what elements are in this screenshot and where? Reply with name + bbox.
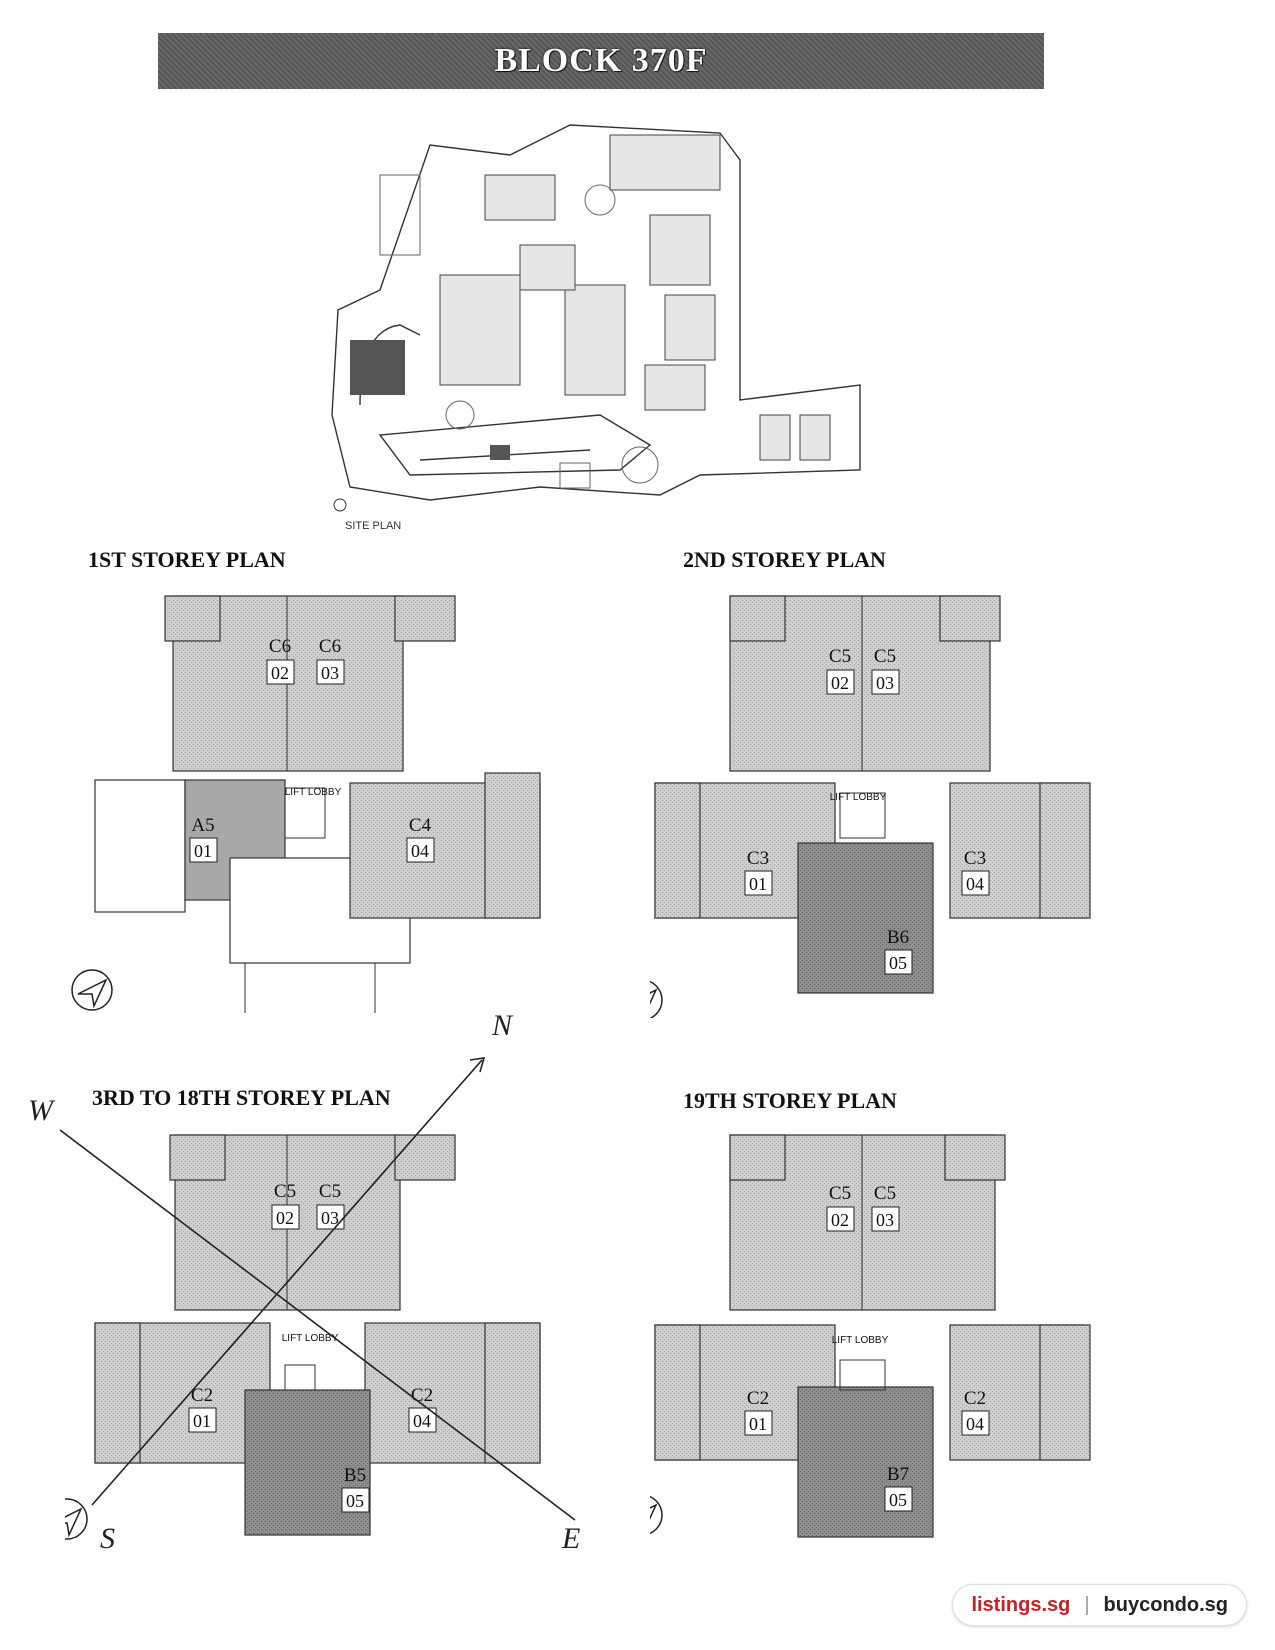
unit-number-box bbox=[884, 1486, 913, 1512]
unit-number-19th-01: 01 bbox=[749, 1414, 767, 1434]
unit-type-2nd-05: B6 bbox=[887, 927, 909, 948]
unit-number-2nd-02: 02 bbox=[831, 673, 849, 693]
floor-plan-2nd: LIFT LOBBY C5 02 C5 03 C3 01 C3 04 B6 05 bbox=[650, 595, 1091, 1018]
unit-number-1st-02: 02 bbox=[271, 663, 289, 683]
north-arrow-icon bbox=[650, 980, 663, 1018]
lift-lobby-label: LIFT LOBBY bbox=[285, 787, 342, 798]
unit-type-19th-04: C2 bbox=[964, 1388, 986, 1409]
unit-number-19th-04: 04 bbox=[966, 1414, 984, 1434]
unit-number-box bbox=[871, 669, 900, 695]
unit-number-box bbox=[884, 949, 913, 975]
unit-number-box bbox=[316, 659, 345, 685]
north-arrow-icon bbox=[650, 1495, 663, 1535]
handdrawn-compass-annotation: N W S E bbox=[28, 1009, 580, 1555]
compass-north-label: N bbox=[491, 1009, 514, 1042]
unit-type-2nd-02: C5 bbox=[829, 646, 851, 667]
unit-type-19th-01: C2 bbox=[747, 1388, 769, 1409]
unit-number-3rd-03: 03 bbox=[321, 1208, 339, 1228]
unit-number-box bbox=[961, 1410, 990, 1436]
unit-type-3rd-01: C2 bbox=[191, 1385, 213, 1406]
unit-number-box bbox=[744, 1410, 773, 1436]
plan-title-1st: 1ST STOREY PLAN bbox=[88, 547, 286, 572]
unit-number-1st-01: 01 bbox=[194, 841, 212, 861]
unit-type-19th-05: B7 bbox=[887, 1464, 909, 1485]
unit-number-1st-04: 04 bbox=[411, 841, 429, 861]
unit-number-3rd-02: 02 bbox=[276, 1208, 294, 1228]
unit-number-box bbox=[961, 870, 990, 896]
unit-number-2nd-03: 03 bbox=[876, 673, 894, 693]
unit-number-3rd-01: 01 bbox=[193, 1411, 211, 1431]
unit-type-1st-02: C6 bbox=[269, 636, 291, 657]
title-banner: BLOCK 370F bbox=[158, 33, 1044, 89]
floor-plan-19th: LIFT LOBBY C5 02 C5 03 C2 01 C2 04 B7 05 bbox=[650, 1134, 1091, 1538]
unit-number-3rd-05: 05 bbox=[346, 1491, 364, 1511]
unit-number-19th-03: 03 bbox=[876, 1210, 894, 1230]
unit-number-box bbox=[826, 669, 855, 695]
floor-plan-3rd-18th: LIFT LOBBY C5 02 C5 03 C2 01 C2 04 B5 05 bbox=[65, 1134, 541, 1540]
unit-type-3rd-03: C5 bbox=[319, 1181, 341, 1202]
unit-type-19th-02: C5 bbox=[829, 1183, 851, 1204]
lift-lobby-label: LIFT LOBBY bbox=[282, 1333, 339, 1344]
unit-number-box bbox=[341, 1487, 370, 1513]
unit-type-2nd-01: C3 bbox=[747, 848, 769, 869]
plan-title-3rd-18th: 3RD TO 18TH STOREY PLAN bbox=[92, 1085, 391, 1110]
unit-number-19th-02: 02 bbox=[831, 1210, 849, 1230]
unit-number-2nd-01: 01 bbox=[749, 874, 767, 894]
plan-title-2nd: 2ND STOREY PLAN bbox=[683, 547, 886, 572]
unit-type-2nd-03: C5 bbox=[874, 646, 896, 667]
unit-type-1st-04: C4 bbox=[409, 815, 432, 836]
watermark-badge: listings.sg | buycondo.sg bbox=[952, 1584, 1247, 1626]
unit-type-3rd-05: B5 bbox=[344, 1465, 366, 1486]
unit-type-1st-01: A5 bbox=[191, 815, 214, 836]
unit-type-1st-03: C6 bbox=[319, 636, 341, 657]
unit-number-3rd-04: 04 bbox=[413, 1411, 431, 1431]
page-title: BLOCK 370F bbox=[494, 42, 708, 79]
unit-number-box bbox=[271, 1204, 300, 1230]
lift-lobby-label: LIFT LOBBY bbox=[832, 1335, 889, 1346]
unit-number-box bbox=[744, 870, 773, 896]
unit-number-box bbox=[188, 1407, 217, 1433]
lift-lobby-label: LIFT LOBBY bbox=[830, 792, 887, 803]
site-plan-label: SITE PLAN bbox=[345, 520, 402, 532]
unit-number-box bbox=[406, 837, 435, 863]
floor-plan-1st: LIFT LOBBY C6 02 C6 03 A5 01 C4 04 bbox=[71, 595, 541, 1013]
north-arrow-icon bbox=[71, 969, 113, 1011]
compass-south-label: S bbox=[100, 1522, 115, 1555]
unit-number-1st-03: 03 bbox=[321, 663, 339, 683]
unit-type-3rd-02: C5 bbox=[274, 1181, 296, 1202]
unit-type-2nd-04: C3 bbox=[964, 848, 986, 869]
unit-number-box bbox=[826, 1206, 855, 1232]
watermark-buycondo: buycondo.sg bbox=[1103, 1593, 1228, 1616]
site-plan-drawing bbox=[331, 124, 861, 512]
unit-number-19th-05: 05 bbox=[889, 1490, 907, 1510]
watermark-separator: | bbox=[1084, 1593, 1090, 1616]
unit-number-2nd-05: 05 bbox=[889, 953, 907, 973]
unit-number-box bbox=[189, 837, 218, 863]
compass-east-label: E bbox=[561, 1522, 580, 1555]
compass-west-label: W bbox=[28, 1094, 56, 1127]
plan-title-19th: 19TH STOREY PLAN bbox=[683, 1088, 897, 1113]
unit-type-19th-03: C5 bbox=[874, 1183, 896, 1204]
watermark-listings: listings.sg bbox=[971, 1593, 1071, 1616]
unit-number-2nd-04: 04 bbox=[966, 874, 984, 894]
unit-number-box bbox=[871, 1206, 900, 1232]
unit-number-box bbox=[266, 659, 295, 685]
north-arrow-icon bbox=[65, 1498, 88, 1540]
